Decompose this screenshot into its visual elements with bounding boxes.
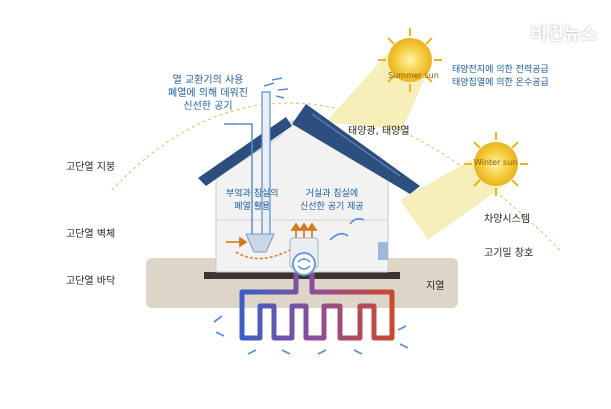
airtight-window-label: 고기밀 창호 (484, 248, 534, 259)
summer-sun-icon (378, 28, 442, 92)
fan-icon (292, 252, 316, 276)
geothermal-pipe-loop (239, 267, 395, 341)
watermark-logo: 비건뉴스 (500, 20, 597, 46)
solar-label: 태양광, 태양열 (348, 126, 410, 137)
solar-power-note: 태양전지에 의한 전력공급 (452, 65, 549, 75)
heat-exchanger-funnel (245, 233, 275, 253)
window-icon (378, 242, 388, 260)
geothermal-label: 지열 (426, 281, 445, 292)
exhaust-air-label: 열 교환기의 사용 폐열에 의해 데워진 신선한 공기 (168, 75, 248, 112)
intake-duct (236, 123, 253, 236)
waste-heat-label: 부엌과 침실의 폐열 활용 (226, 189, 279, 212)
floor-insulation-label: 고단열 바닥 (66, 276, 116, 287)
exhaust-duct (261, 91, 271, 236)
vegan-leaf-logo-icon (500, 20, 527, 46)
fresh-air-label: 거실과 침실에 신선한 공기 제공 (300, 189, 364, 212)
warm-airflow-arrows (226, 222, 318, 248)
solar-hotwater-note: 태양집열에 의한 온수공급 (452, 78, 549, 88)
solar-panel-strip (311, 113, 401, 177)
brand-name: 비건뉴스 (530, 24, 597, 45)
ground-airflow-arrows (213, 315, 409, 355)
shading-system-label: 차양시스템 (484, 214, 530, 225)
right-roof (292, 104, 420, 194)
wall-insulation-label: 고단열 벽체 (66, 229, 116, 240)
fresh-airflow-arrows (224, 77, 365, 241)
winter-sun-icon (464, 132, 528, 196)
warm-air-curve (235, 249, 291, 260)
roof-insulation-label: 고단열 지붕 (66, 162, 116, 173)
summer-sun-label: Summer sun (388, 71, 439, 80)
winter-sun-label: Winter sun (474, 158, 518, 167)
